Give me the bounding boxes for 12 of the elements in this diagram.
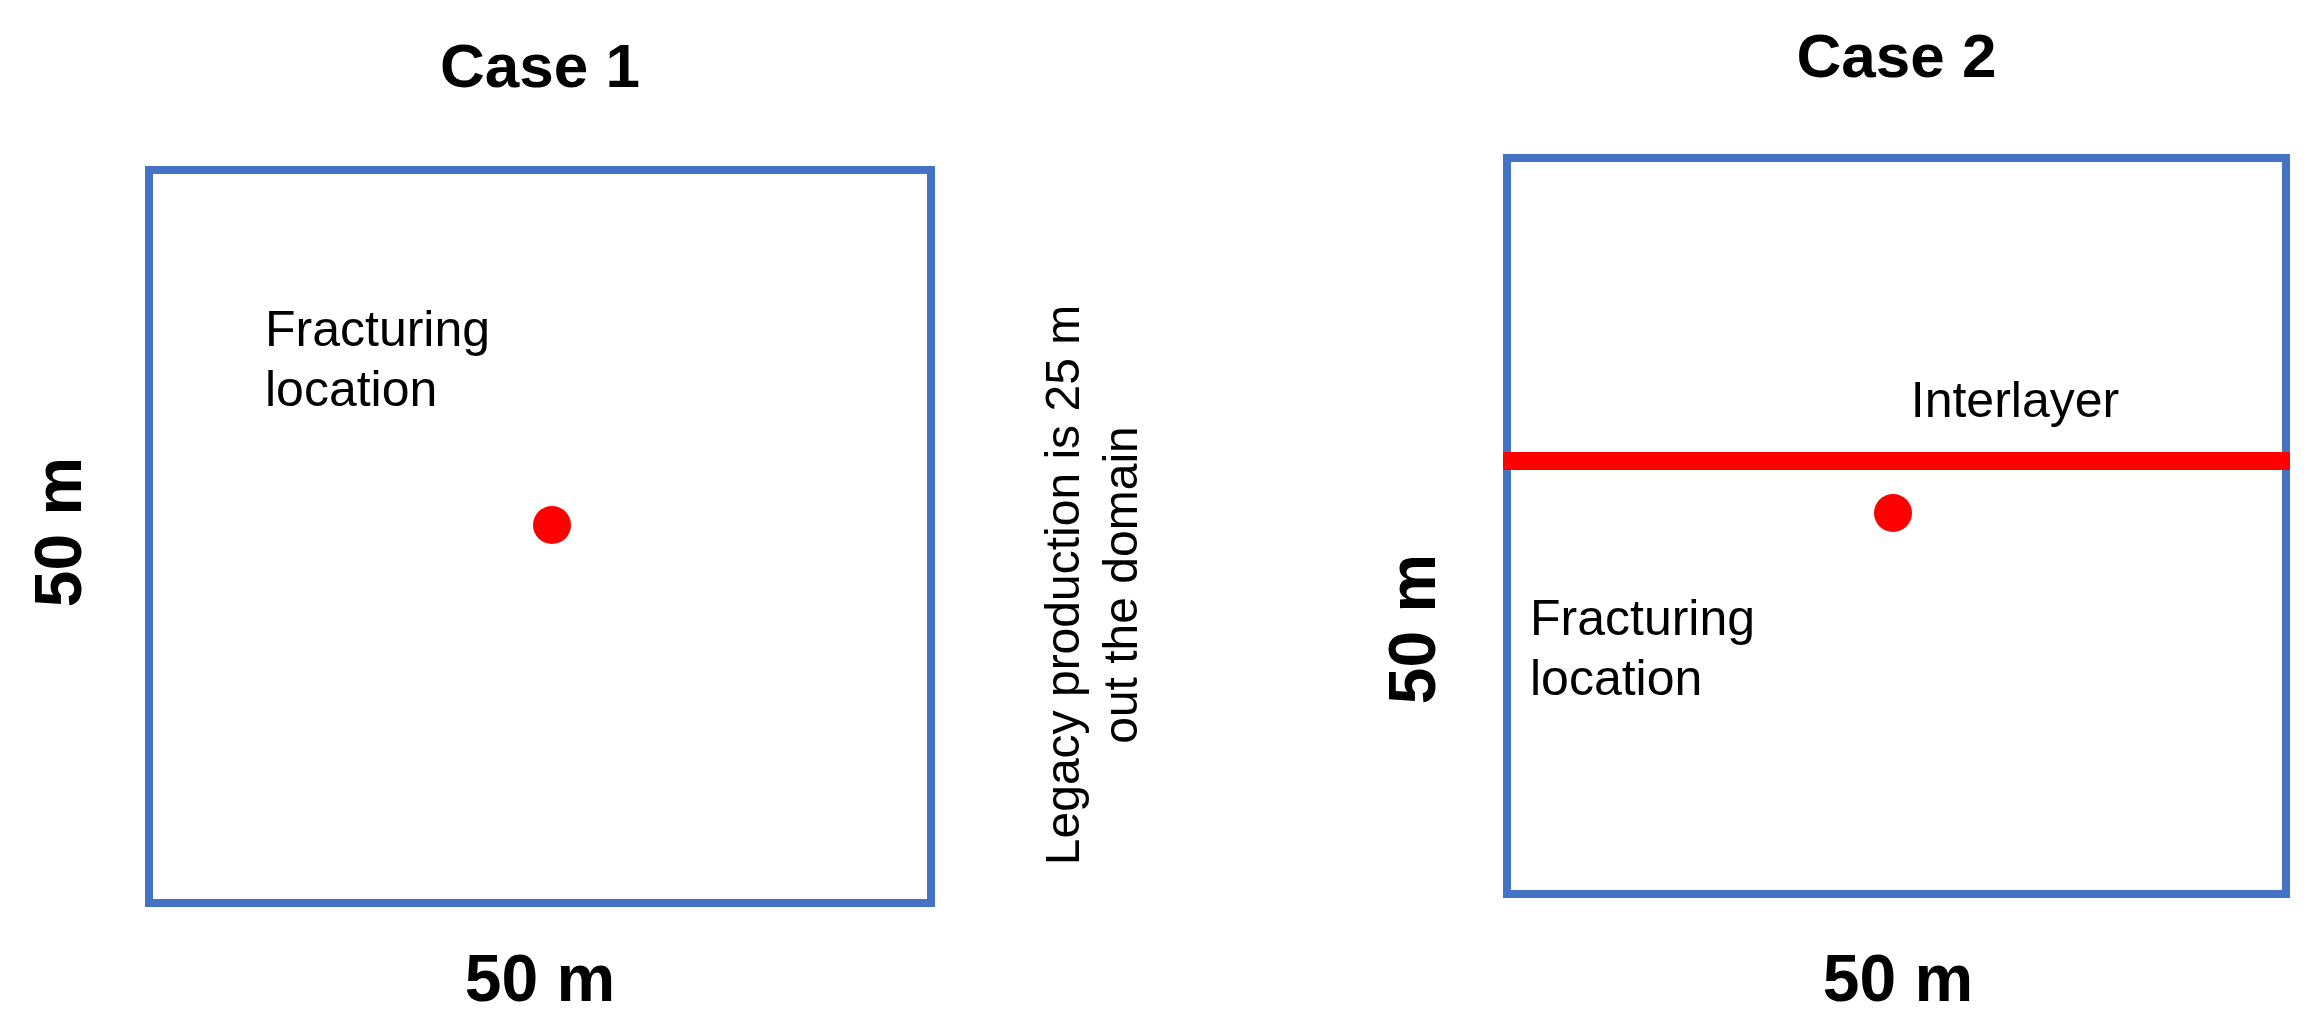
dimension-label: 50 m (464, 940, 616, 1018)
location-label: Fracturing location (1530, 589, 1757, 708)
location-label: Fracturing location (265, 300, 492, 419)
fracture-point (1874, 494, 1912, 532)
note-text: Legacy production is 25 m out the domain (1035, 303, 1148, 868)
case-title: Case 1 (439, 30, 641, 101)
dimension-label: 50 m (1374, 553, 1451, 705)
case-title: Case 2 (1795, 20, 1998, 91)
dimension-label: 50 m (1822, 940, 1974, 1018)
dimension-label: 50 m (20, 456, 97, 608)
layer-label: Interlayer (1910, 371, 2120, 430)
fracture-point (533, 506, 571, 544)
